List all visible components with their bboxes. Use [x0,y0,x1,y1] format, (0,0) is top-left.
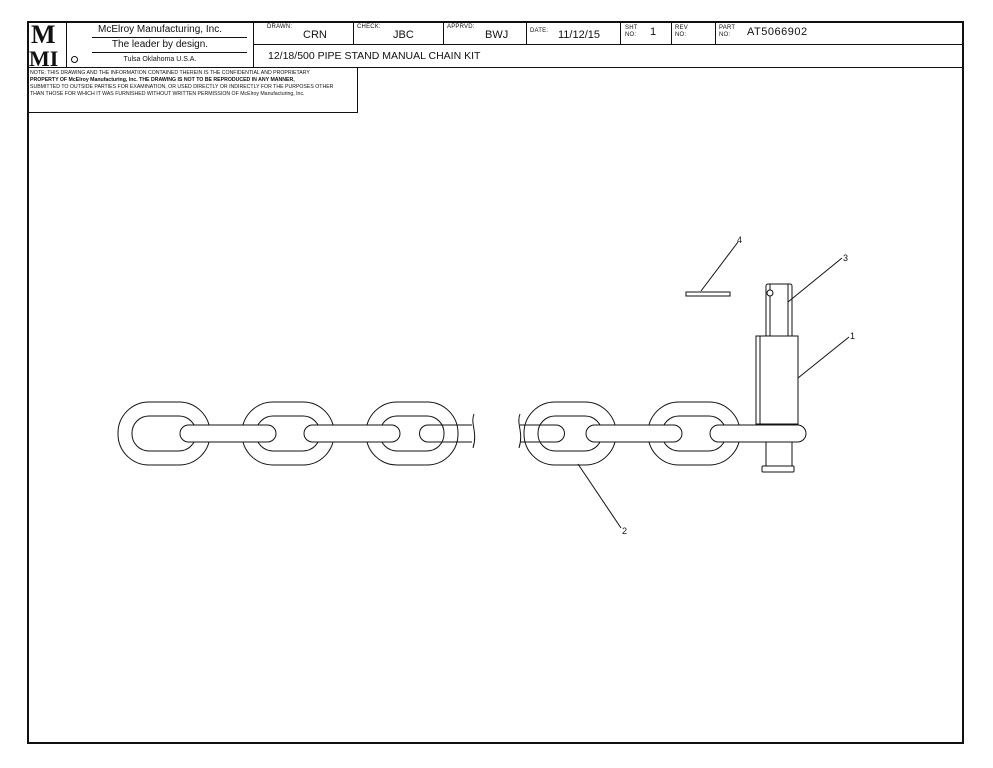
company-block: McElroy Manufacturing, Inc. The leader b… [67,21,253,68]
note-line: NOTE: THIS DRAWING AND THE INFORMATION C… [30,70,310,76]
titleblock-row-divider [253,44,964,45]
pin-bottom [765,441,793,467]
divider [92,52,247,53]
titleblock-divider [620,21,621,44]
leader-line [700,241,739,292]
balloon-4: 4 [737,235,742,245]
break-line [472,413,476,449]
sheet-label: SHT [625,25,638,31]
titleblock-divider [253,21,254,68]
balloon-3: 3 [843,253,848,263]
drawn-value: CRN [303,29,327,41]
pin-assembly [755,283,799,473]
part-number-value: AT5066902 [747,26,808,38]
balloon-1: 1 [850,331,855,341]
note-line: PROPERTY OF McElroy Manufacturing, Inc. … [30,77,295,83]
date-label: DATE: [530,28,549,34]
logo-letters-top: M [31,21,56,49]
part-no-label: No: [719,32,731,38]
titleblock-divider [353,21,354,44]
drawing-sheet-border [27,21,964,744]
titleblock-divider [671,21,672,44]
part-label: PART [719,25,736,31]
titleblock-divider [526,21,527,44]
leader-line [577,463,622,529]
sheet-no-label: No: [625,32,637,38]
leader-line [797,336,850,379]
balloon-2: 2 [622,526,627,536]
note-line: THAN THOSE FOR WHICH IT WAS FURNISHED WI… [30,91,305,97]
mmi-logo-graphic: M MI [29,20,58,71]
apprvd-value: BWJ [485,29,509,41]
pin-head [761,465,795,473]
sleeve-body [755,335,799,425]
drawing-title: 12/18/500 PIPE STAND MANUAL CHAIN KIT [268,50,481,62]
break-line [518,413,522,449]
apprvd-label: APPRVD: [447,24,475,30]
divider [92,37,247,38]
note-line: SUBMITTED TO OUTSIDE PARTIES FOR EXAMINA… [30,84,334,90]
titleblock-divider [715,21,716,44]
company-name: McElroy Manufacturing, Inc. [98,24,222,35]
leader-line [787,257,843,303]
sheet-value: 1 [650,26,657,38]
logo-letters-bottom: MI [29,46,58,68]
mmi-logo: M MI [27,20,67,71]
date-value: 11/12/15 [558,29,601,41]
drawn-label: DRAWN: [267,24,293,30]
flat-key [685,291,731,297]
check-value: JBC [393,29,414,41]
company-tagline: The leader by design. [111,39,209,50]
circle-mark-icon [71,56,78,63]
check-label: CHECK: [357,24,381,30]
proprietary-note: NOTE: THIS DRAWING AND THE INFORMATION C… [27,68,358,113]
titleblock-bottom-border [27,67,964,68]
rev-no-label: No: [675,32,687,38]
company-location: Tulsa Oklahoma U.S.A. [123,56,197,63]
chain-rods [179,424,807,443]
titleblock-divider [443,21,444,44]
rev-label: REV [675,25,688,31]
